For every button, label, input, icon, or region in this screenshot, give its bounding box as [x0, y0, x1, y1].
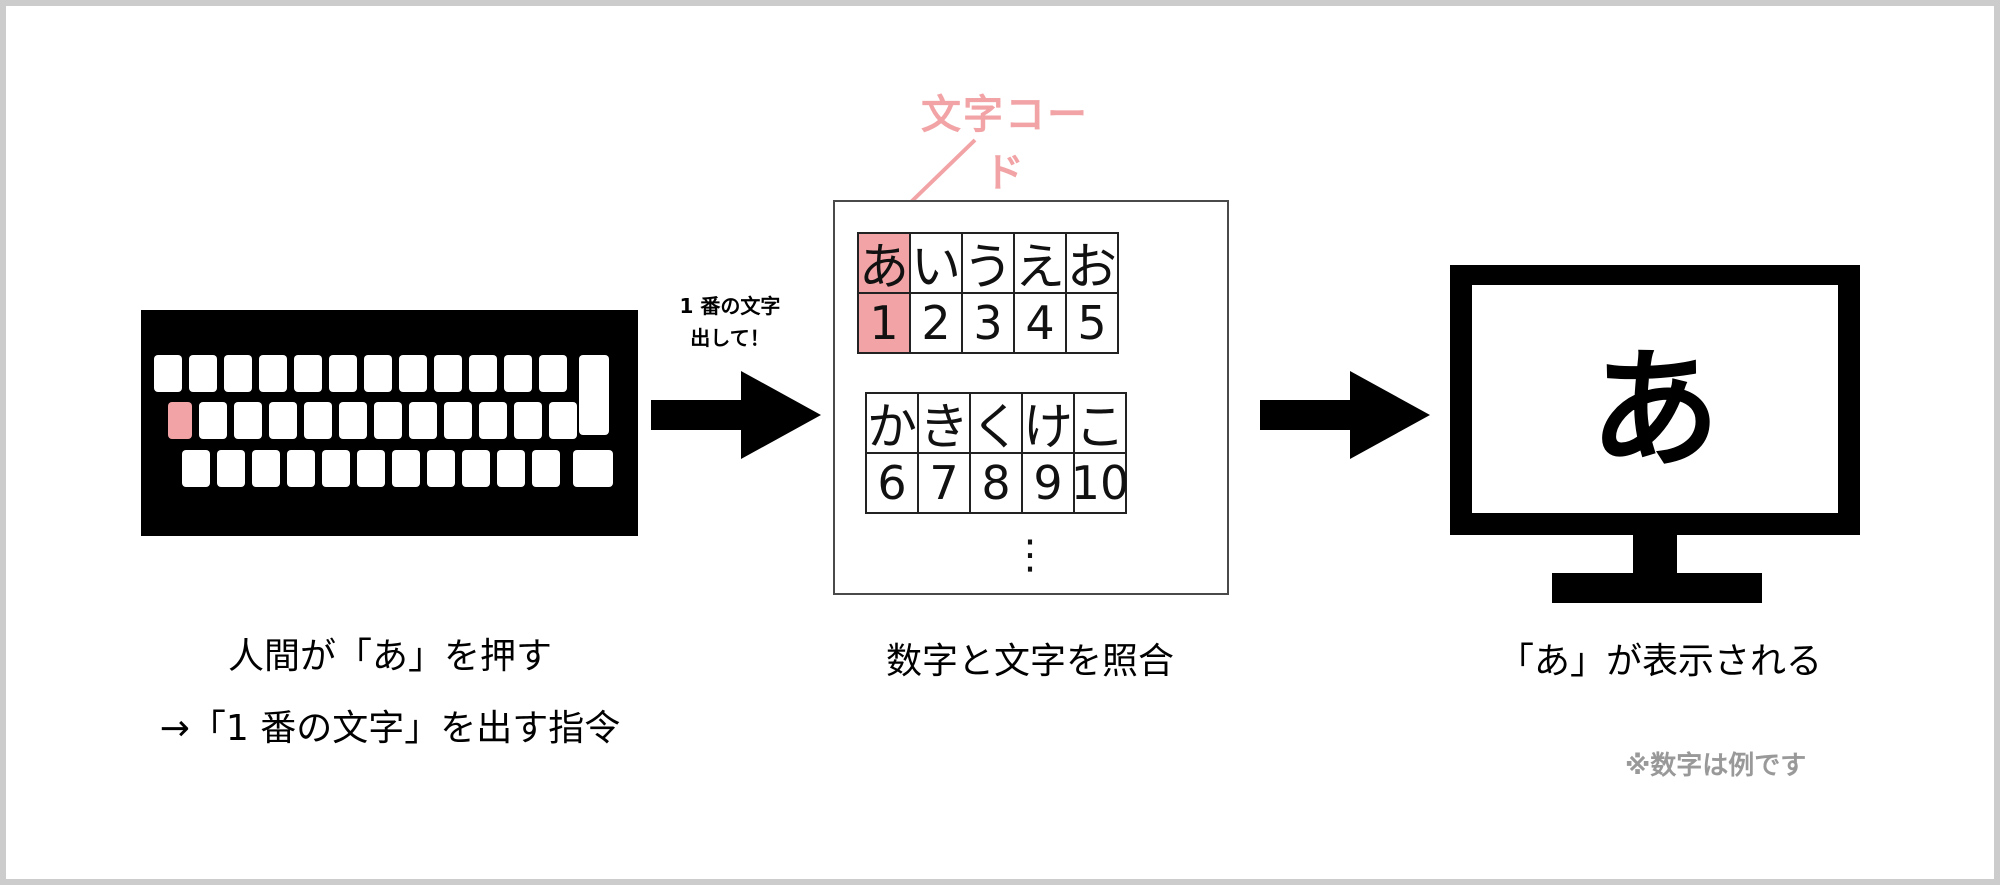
keyboard-key [217, 450, 245, 487]
keyboard-key [399, 355, 427, 392]
table-ellipsis: ⋮ [1010, 532, 1050, 578]
keyboard-key [444, 402, 472, 439]
keyboard-key [409, 402, 437, 439]
arrow-1-head [741, 371, 821, 459]
keyboard-key [294, 355, 322, 392]
keyboard-key [392, 450, 420, 487]
table-number-cell: 1 [857, 292, 911, 354]
arrow-1-shaft [651, 400, 741, 430]
table-number-cell: 2 [909, 292, 963, 354]
keyboard-key [199, 402, 227, 439]
keyboard-key [357, 450, 385, 487]
monitor-illustration: あ [1450, 265, 1860, 535]
table-kana-cell: あ [857, 232, 911, 296]
keyboard-key [329, 355, 357, 392]
keyboard-key [532, 450, 560, 487]
keyboard-key [504, 355, 532, 392]
keyboard-key [427, 450, 455, 487]
table-number-cell: 10 [1071, 452, 1129, 514]
arrow-2-head [1350, 371, 1430, 459]
keyboard-key [497, 450, 525, 487]
table-kana-cell: お [1065, 232, 1119, 296]
table-number-cell: 6 [865, 452, 919, 514]
table-number-cell: 8 [969, 452, 1023, 514]
table-kana-cell: こ [1073, 392, 1127, 456]
table-kana-cell: う [961, 232, 1015, 296]
keyboard-key [549, 402, 577, 439]
keyboard-key [539, 355, 567, 392]
arrow-2-shaft [1260, 400, 1350, 430]
keyboard-key [234, 402, 262, 439]
table-kana-cell: く [969, 392, 1023, 456]
keyboard-key [259, 355, 287, 392]
keyboard-key [154, 355, 182, 392]
table-number-cell: 9 [1021, 452, 1075, 514]
table-number-cell: 3 [961, 292, 1015, 354]
keyboard-key [514, 402, 542, 439]
monitor-neck [1633, 535, 1677, 573]
caption-center: 数字と文字を照合 [885, 641, 1174, 682]
keyboard-key [252, 450, 280, 487]
keyboard-key [434, 355, 462, 392]
arrow-1-note-line2: 出して！ [690, 326, 770, 350]
keyboard-key [469, 355, 497, 392]
table-number-cell: 7 [917, 452, 971, 514]
keyboard-key [269, 402, 297, 439]
keyboard-key [573, 450, 613, 487]
keyboard-key [304, 402, 332, 439]
caption-left-line1: 人間が「あ」を押す [227, 636, 552, 677]
keyboard-illustration [141, 310, 638, 536]
example-note: ※数字は例です [1625, 751, 1807, 781]
table-number-cell: 5 [1065, 292, 1119, 354]
table-kana-cell: え [1013, 232, 1067, 296]
character-code-label: 文字コード [921, 92, 1089, 196]
keyboard-key [182, 450, 210, 487]
table-kana-cell: き [917, 392, 971, 456]
table-number-cell: 4 [1013, 292, 1067, 354]
keyboard-key [322, 450, 350, 487]
keyboard-key [374, 402, 402, 439]
caption-right: 「あ」が表示される [1497, 641, 1822, 682]
monitor-stand [1552, 573, 1762, 603]
table-kana-cell: か [865, 392, 919, 456]
keyboard-key [287, 450, 315, 487]
keyboard-key [189, 355, 217, 392]
keyboard-key [579, 355, 609, 435]
caption-left-line2: →「1 番の文字」を出す指令 [159, 708, 621, 749]
table-kana-cell: け [1021, 392, 1075, 456]
monitor-screen-character: あ [1472, 285, 1838, 513]
keyboard-key [339, 402, 367, 439]
keyboard-key [364, 355, 392, 392]
arrow-1-note-line1: 1 番の文字 [679, 294, 781, 318]
keyboard-key [479, 402, 507, 439]
keyboard-key-pressed [168, 402, 192, 439]
keyboard-key [462, 450, 490, 487]
keyboard-key [224, 355, 252, 392]
table-kana-cell: い [909, 232, 963, 296]
